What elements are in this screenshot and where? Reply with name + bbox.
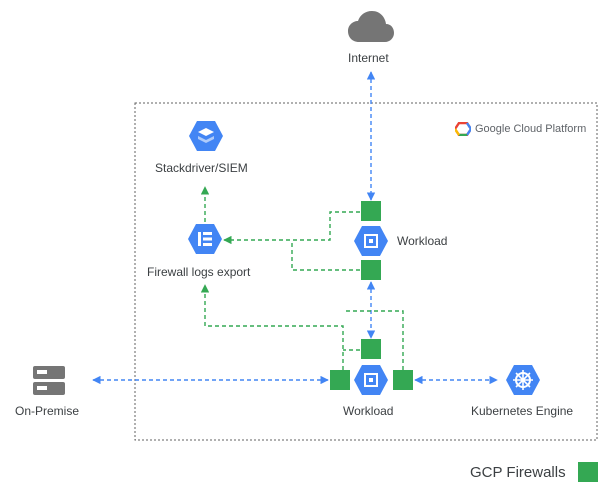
fw-top-log-line xyxy=(223,211,360,245)
firewall-bottom-right xyxy=(393,370,413,390)
firewall-top-egress xyxy=(361,260,381,280)
workload-top-label: Workload xyxy=(397,234,448,248)
stackdriver-icon xyxy=(189,121,223,151)
gcp-brand: Google Cloud Platform xyxy=(455,121,586,137)
legend-label: GCP Firewalls xyxy=(470,464,566,481)
kubernetes-label: Kubernetes Engine xyxy=(471,404,574,418)
fw-bottom-log-line xyxy=(200,284,344,370)
firewall-top-ingress xyxy=(361,201,381,221)
compute-engine-icon xyxy=(354,365,388,395)
gcp-brand-google: Google xyxy=(475,123,511,135)
internet-label: Internet xyxy=(348,51,389,65)
gcp-boundary xyxy=(134,102,598,441)
kubernetes-helm-icon xyxy=(506,365,540,395)
stackdriver-label: Stackdriver/SIEM xyxy=(155,161,248,175)
gcp-logo-icon xyxy=(455,122,471,136)
fw-bottom-right-log-line xyxy=(343,310,404,370)
logs-list-icon xyxy=(188,224,222,254)
firewall-bottom-left xyxy=(330,370,350,390)
firewall-bottom-top xyxy=(361,339,381,359)
on-premise-label: On-Premise xyxy=(15,404,80,418)
legend-swatch xyxy=(578,462,598,482)
gcp-brand-cloud: Cloud Platform xyxy=(513,123,587,135)
server-icon xyxy=(33,366,65,395)
cloud-icon xyxy=(348,11,394,42)
compute-engine-icon xyxy=(354,226,388,256)
workload-bottom-label: Workload xyxy=(343,404,394,418)
fw-middle-log-line xyxy=(291,240,360,271)
logs-export-label: Firewall logs export xyxy=(147,265,251,279)
